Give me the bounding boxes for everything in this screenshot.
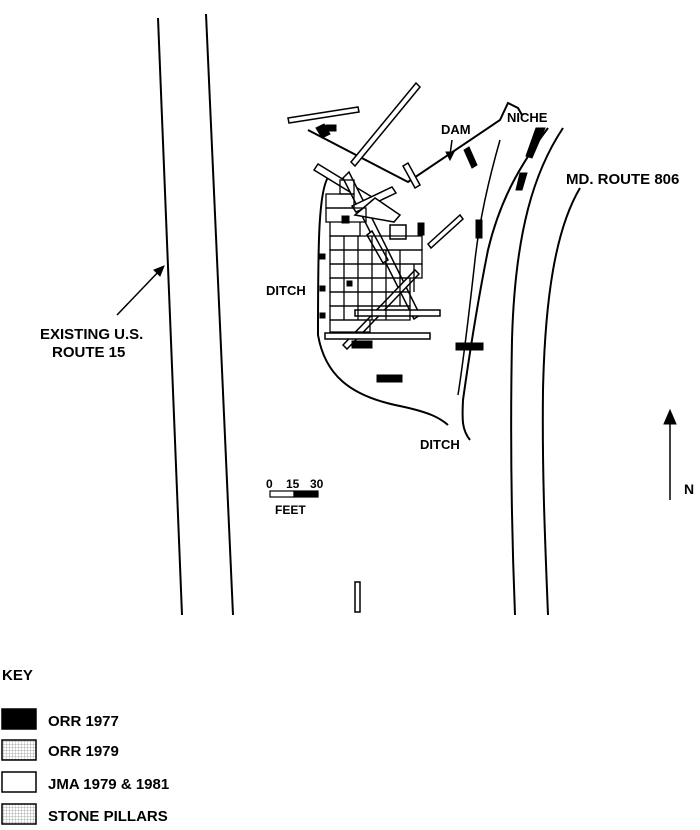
- scale-unit: FEET: [275, 503, 306, 517]
- excavation-grid: [325, 179, 423, 333]
- legend-label-orr-1977: ORR 1977: [48, 713, 119, 730]
- legend-label-stone-pillars: STONE PILLARS: [48, 808, 168, 825]
- us-route-15-road: [157, 13, 234, 616]
- md-route-806-road: [510, 127, 581, 616]
- scale-tick-0: 0: [266, 477, 273, 491]
- legend-title: KEY: [2, 667, 33, 684]
- ditch-south-label: DITCH: [420, 437, 460, 452]
- legend-label-jma: JMA 1979 & 1981: [48, 776, 169, 793]
- md-route-806-label: MD. ROUTE 806: [566, 171, 679, 188]
- legend-swatch-orr-1979: [1, 739, 37, 761]
- us-route-15-label-line1: EXISTING U.S.: [40, 326, 143, 343]
- dam-label: DAM: [441, 122, 471, 137]
- us-route-15-label-line2: ROUTE 15: [52, 344, 125, 361]
- legend-swatch-orr-1977: [1, 708, 37, 730]
- legend: KEY ORR 1977 ORR 1979 JMA 1979 & 1981 ST…: [1, 667, 169, 825]
- ditch-west-label: DITCH: [266, 283, 306, 298]
- legend-swatch-jma: [1, 771, 37, 793]
- scale-tick-15: 15: [286, 477, 300, 491]
- scale-tick-30: 30: [310, 477, 324, 491]
- legend-swatch-stone-pillars: [1, 803, 37, 825]
- dam-arrow: [445, 139, 455, 162]
- excavation-units-jma: [287, 81, 465, 613]
- north-arrow: [663, 408, 677, 500]
- excavation-units-orr-1977: [315, 123, 546, 383]
- site-boundary: [307, 101, 549, 441]
- us-route-15-arrow: [116, 265, 165, 316]
- scale-bar: 0 15 30 FEET: [266, 477, 324, 517]
- north-label: N: [684, 481, 694, 497]
- legend-label-orr-1979: ORR 1979: [48, 743, 119, 760]
- niche-label: NICHE: [507, 110, 548, 125]
